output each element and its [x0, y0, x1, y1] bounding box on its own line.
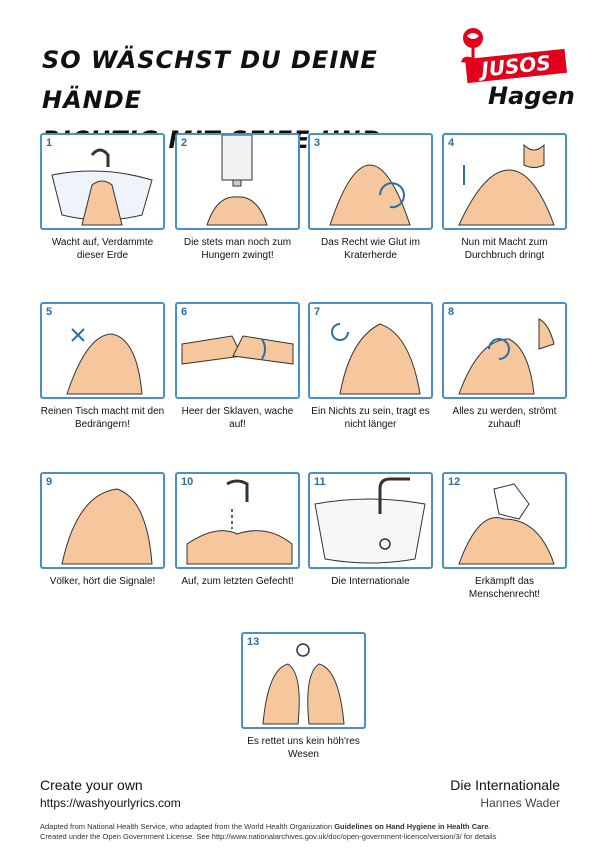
- step-number: 11: [314, 476, 326, 488]
- step-10: 10 Auf, zum letzten Gefecht!: [175, 472, 300, 588]
- step-caption: Auf, zum letzten Gefecht!: [181, 576, 294, 587]
- legal-line-1: Adapted from National Health Service, wh…: [40, 822, 560, 832]
- step-12: 12 Erkämpft das Menschenrecht!: [442, 472, 567, 601]
- sink-drain-illustration: [314, 477, 426, 564]
- step-number: 5: [46, 306, 53, 318]
- step-6: 6 Heer der Sklaven, wache auf!: [175, 302, 300, 431]
- fingertip-rub-illustration: [458, 318, 555, 395]
- step-caption: Alles zu werden, strömt zuhauf!: [452, 406, 557, 430]
- interlaced-fingers-illustration: [66, 328, 143, 395]
- interlocked-fingers-illustration: [181, 335, 294, 365]
- step-number: 3: [314, 137, 321, 149]
- footer-create: Create your own https://washyourlyrics.c…: [40, 777, 181, 810]
- step-image: 13: [241, 632, 366, 729]
- step-caption: Die Internationale: [331, 576, 410, 587]
- step-13: 13 Es rettet uns kein höh'res Wesen: [241, 632, 366, 761]
- step-number: 1: [46, 137, 53, 149]
- legal-line-2: Created under the Open Government Licens…: [40, 832, 497, 841]
- step-number: 2: [181, 137, 188, 149]
- legal-prefix: Adapted from National Health Service, wh…: [40, 822, 335, 831]
- step-number: 4: [448, 137, 455, 149]
- step-caption: Heer der Sklaven, wache auf!: [181, 406, 294, 430]
- back-of-hand-illustration: [458, 143, 555, 226]
- site-url-link[interactable]: https://washyourlyrics.com: [40, 796, 181, 810]
- song-title: Die Internationale: [450, 777, 560, 793]
- step-image: 12: [442, 472, 567, 569]
- step-caption: Das Recht wie Glut im Kraterherde: [321, 237, 420, 261]
- step-image: 9: [40, 472, 165, 569]
- step-2: 2 Die stets man noch zum Hungern zwingt!: [175, 133, 300, 262]
- handwash-illustration: [51, 148, 153, 226]
- step-1: 1 Wacht auf, Verdammte dieser Erde: [40, 133, 165, 262]
- step-image: 7: [308, 302, 433, 399]
- step-image: 3: [308, 133, 433, 230]
- step-number: 7: [314, 306, 321, 318]
- step-number: 6: [181, 306, 188, 318]
- step-9: 9 Völker, hört die Signale!: [40, 472, 165, 588]
- step-number: 13: [247, 636, 260, 648]
- step-4: 4 Nun mit Macht zum Durchbruch dringt: [442, 133, 567, 262]
- step-11: 11 Die Internationale: [308, 472, 433, 588]
- step-caption: Wacht auf, Verdammte dieser Erde: [51, 237, 154, 261]
- step-7: 7 Ein Nichts zu sein, tragt es nicht län…: [308, 302, 433, 431]
- step-image: 4: [442, 133, 567, 230]
- step-caption: Reinen Tisch macht mit den Bedrängern!: [40, 406, 165, 430]
- step-caption: Erkämpft das Menschenrecht!: [468, 576, 541, 600]
- step-image: 2: [175, 133, 300, 230]
- step-number: 12: [448, 476, 461, 488]
- step-number: 8: [448, 306, 455, 318]
- step-image: 8: [442, 302, 567, 399]
- step-5: 5 Reinen Tisch macht mit den Bedrängern!: [40, 302, 165, 431]
- tap-rinse-illustration: [186, 479, 293, 565]
- step-image: 11: [308, 472, 433, 569]
- step-image: 1: [40, 133, 165, 230]
- step-number: 9: [46, 476, 53, 488]
- jusos-logo: JUSOS Hagen: [448, 26, 578, 116]
- step-caption: Ein Nichts zu sein, tragt es nicht länge…: [311, 406, 430, 430]
- song-artist: Hannes Wader: [480, 796, 560, 810]
- footer-song: Die Internationale Hannes Wader: [450, 777, 560, 810]
- step-3: 3 Das Recht wie Glut im Kraterherde: [308, 133, 433, 262]
- soap-dispenser-illustration: [206, 135, 268, 226]
- rinse-hands-illustration: [61, 488, 153, 565]
- step-caption: Völker, hört die Signale!: [49, 576, 156, 587]
- step-caption: Es rettet uns kein höh'res Wesen: [247, 736, 360, 760]
- legal-suffix: .: [488, 822, 491, 831]
- step-caption: Nun mit Macht zum Durchbruch dringt: [461, 237, 548, 261]
- step-8: 8 Alles zu werden, strömt zuhauf!: [442, 302, 567, 431]
- step-number: 10: [181, 476, 194, 488]
- legal-guidelines-title: Guidelines on Hand Hygiene in Health Car…: [334, 822, 489, 831]
- palm-rub-illustration: [329, 164, 411, 226]
- step-caption: Die stets man noch zum Hungern zwingt!: [183, 237, 292, 261]
- clean-hands-illustration: [262, 643, 345, 725]
- step-image: 10: [175, 472, 300, 569]
- logo-city: Hagen: [488, 82, 575, 110]
- thumb-rub-illustration: [331, 323, 421, 395]
- step-image: 6: [175, 302, 300, 399]
- towel-dry-illustration: [458, 483, 555, 565]
- title-line-1: So wäschst du deine Hände: [42, 46, 378, 114]
- step-image: 5: [40, 302, 165, 399]
- legal-notice: Adapted from National Health Service, wh…: [40, 822, 560, 842]
- create-label: Create your own: [40, 777, 143, 793]
